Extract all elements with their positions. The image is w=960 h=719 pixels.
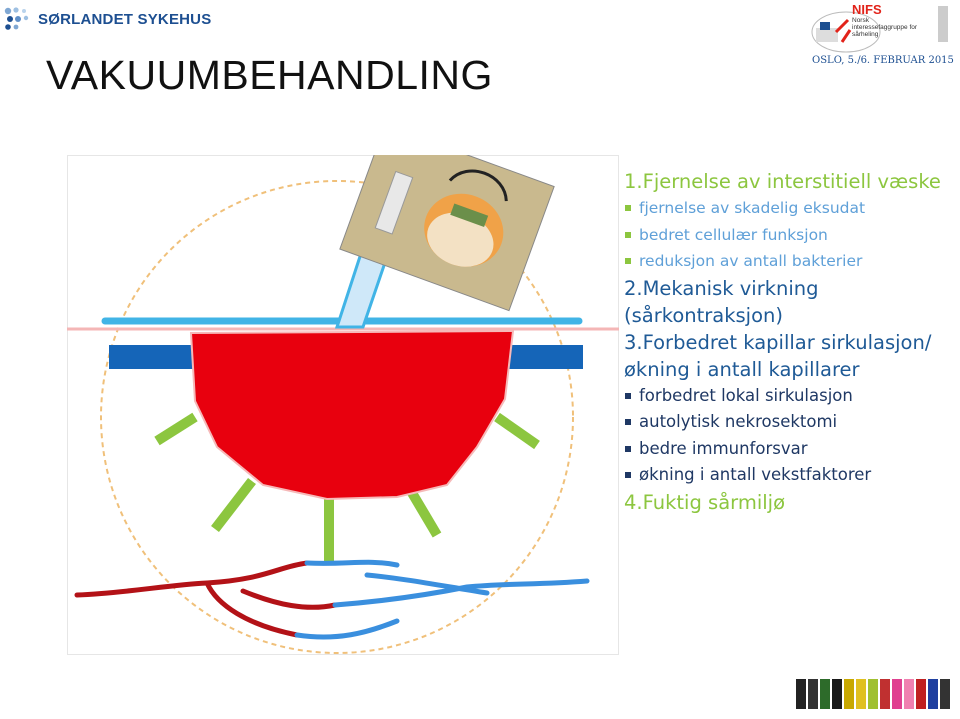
nifs-text: NIFS Norsk interessefaggruppe for sårhel… [852,2,922,38]
vac-device-photo [339,155,555,312]
list-item: reduksjon av antall bakterier [624,248,954,275]
rubber-boots-icon [796,679,950,709]
section3-list: forbedret lokal sirkulasjon autolytisk n… [624,383,954,489]
section1-heading: 1.Fjernelse av interstitiell væske [624,170,941,193]
list-item: økning i antall vekstfaktorer [624,462,954,489]
page-title: VAKUUMBEHANDLING [46,52,493,98]
nifs-logo-icon [811,6,948,53]
list-item: autolytisk nekrosektomi [624,409,954,436]
logo-text: SØRLANDET SYKEHUS [38,10,212,28]
list-item: forbedret lokal sirkulasjon [624,383,954,410]
vacuum-wound-diagram [67,155,619,655]
blood-vessels [74,559,590,640]
dots-logo-icon [4,7,29,30]
nifs-subtitle: Norsk interessefaggruppe for sårheling [852,17,918,38]
list-item: bedre immunforsvar [624,436,954,463]
sorlandet-sykehus-logo: SØRLANDET SYKEHUS [4,6,211,32]
list-item: fjernelse av skadelig eksudat [624,195,954,222]
text-content: 1.Fjernelse av interstitiell væske fjern… [624,168,954,516]
section2-heading: 2.Mekanisk virkning (sårkontraksjon) [624,276,819,327]
wound-area [189,329,515,501]
section1-list: fjernelse av skadelig eksudat bedret cel… [624,195,954,275]
dashed-circle [100,180,574,654]
section3-heading: 3.Forbedret kapillar sirkulasjon/økning … [624,330,932,381]
nifs-name: NIFS [852,2,882,17]
section4-heading: 4.Fuktig sårmiljø [624,490,786,514]
event-date: OSLO, 5./6. FEBRUAR 2015 [812,55,954,66]
list-item: bedret cellulær funksjon [624,222,954,249]
